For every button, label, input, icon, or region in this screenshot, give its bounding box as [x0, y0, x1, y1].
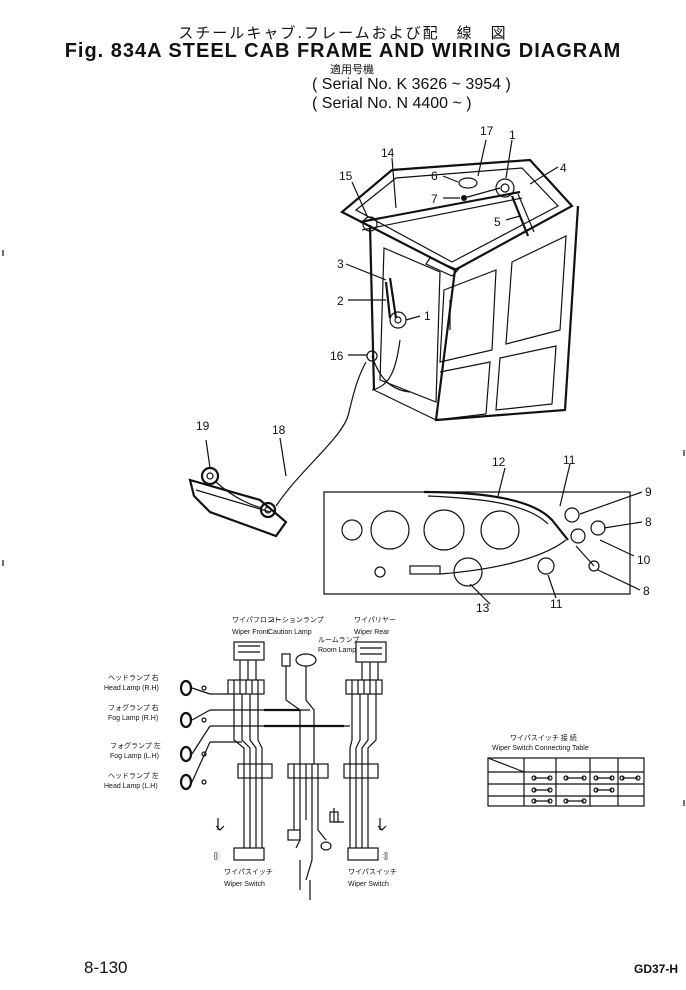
- callout-3: 3: [337, 257, 344, 271]
- head-lamp-lh-jp-label: ヘッドランプ 左: [108, 771, 159, 780]
- fog-lamp-rh-label: Fog Lamp (R.H): [108, 715, 158, 722]
- serial-range-2: ( Serial No. N 4400 ~ ): [312, 95, 472, 112]
- svg-text::]]: :]]: [382, 853, 388, 860]
- room-lamp-label: Room Lamp: [318, 647, 356, 654]
- fog-lamp-rh-jp-label: フォグランプ 右: [108, 703, 159, 712]
- callout-18: 18: [272, 423, 286, 437]
- cab-callouts: 1 2 3 4 5 6 7 14 15 16 17 1: [330, 124, 567, 363]
- callout-4: 4: [560, 161, 567, 175]
- wiper-rear-jp-label: ワイパリヤー: [354, 616, 396, 624]
- callout-17: 17: [480, 124, 494, 138]
- wiper-switch-front-label: Wiper Switch: [224, 881, 265, 888]
- callout-16: 16: [330, 349, 344, 363]
- callout-9: 9: [645, 485, 652, 499]
- fog-lamp-lh-jp-label: フォグランプ 左: [110, 741, 161, 750]
- serial-range-1: ( Serial No. K 3626 ~ 3954 ): [312, 76, 511, 93]
- callout-8-top: 8: [645, 515, 652, 529]
- wiper-rear-label: Wiper Rear: [354, 629, 390, 636]
- connecting-table-jp-title: ワイパスイッチ 接 続: [510, 733, 577, 742]
- document-code: GD37-H: [634, 962, 679, 976]
- callout-8-bottom: 8: [643, 584, 650, 598]
- connecting-table-title: Wiper Switch Connecting Table: [492, 745, 589, 752]
- title-japanese: スチールキャブ.フレームおよび配 線 図: [178, 24, 508, 42]
- callout-10: 10: [637, 553, 651, 567]
- head-lamp-lh-label: Head Lamp (L.H): [104, 783, 158, 790]
- head-lamp-rh-label: Head Lamp (R.H): [104, 685, 159, 692]
- wiper-switch-connecting-table: ワイパスイッチ 接 続 Wiper Switch Connecting Tabl…: [487, 733, 645, 807]
- room-lamp-jp-label: ルームランプ: [318, 636, 359, 644]
- wiper-front-jp-label: ワイパフロント: [232, 616, 281, 624]
- callout-15: 15: [339, 169, 353, 183]
- wiper-switch-rear-jp-label: ワイパスイッチ: [348, 868, 397, 876]
- callout-12: 12: [492, 455, 506, 469]
- callout-11-bottom: 11: [550, 597, 563, 611]
- callout-1-side: 1: [424, 309, 431, 323]
- wiper-front-label: Wiper Front: [232, 629, 269, 636]
- svg-text:[[:: [[:: [214, 853, 220, 860]
- callout-14: 14: [381, 146, 395, 160]
- caution-lamp-label: Caution Lamp: [268, 629, 312, 636]
- callout-1-top: 1: [509, 128, 516, 142]
- fog-lamp-lh-label: Fog Lamp (L.H): [110, 753, 159, 760]
- callout-13: 13: [476, 601, 490, 615]
- callout-11-top: 11: [563, 453, 576, 467]
- cab-frame-drawing: [340, 158, 580, 422]
- dashboard-panel-drawing: 12 11 9 8 10 8 13 11: [323, 453, 652, 615]
- lamp-bracket-drawing: 19 18: [188, 415, 349, 538]
- page-number: 8-130: [84, 958, 128, 977]
- callout-19: 19: [196, 419, 210, 433]
- caution-lamp-jp-label: コーションランプ: [268, 616, 324, 624]
- callout-6: 6: [431, 169, 438, 183]
- applicability-label: 適用号機: [330, 63, 374, 76]
- wiper-switch-rear-label: Wiper Switch: [348, 881, 389, 888]
- head-lamp-rh-jp-label: ヘッドランプ 右: [108, 673, 159, 682]
- callout-5: 5: [494, 215, 501, 229]
- figure-title: Fig. 834A STEEL CAB FRAME AND WIRING DIA…: [64, 40, 622, 62]
- callout-7: 7: [431, 192, 438, 206]
- callout-2: 2: [337, 294, 344, 308]
- wiring-schematic: ワイパフロント Wiper Front コーションランプ Caution Lam…: [104, 616, 397, 900]
- wiper-switch-front-jp-label: ワイパスイッチ: [224, 868, 273, 876]
